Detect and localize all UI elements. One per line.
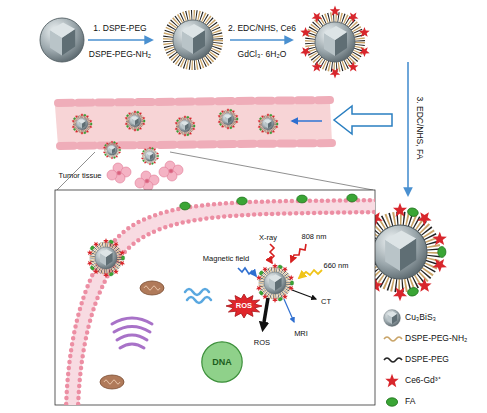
laser-660-arrow	[299, 270, 322, 278]
ce6-gd-nanoparticle	[299, 6, 372, 79]
endothelial-cells	[58, 100, 330, 103]
mitochondrion	[140, 281, 164, 295]
stimulus-label: 808 nm	[301, 233, 326, 241]
legend-swatch	[385, 374, 399, 387]
stimulus-label: 660 nm	[323, 262, 348, 270]
burst-shape	[226, 294, 262, 318]
ct-arrow	[292, 290, 316, 299]
legend-text: FA	[405, 397, 415, 406]
cu3bis3-core	[40, 18, 84, 62]
stimulus-label: Magnetic field	[203, 255, 249, 263]
therapy-nanoparticle	[255, 263, 295, 303]
imaging-label: MRI	[294, 330, 308, 338]
zoom-line	[57, 152, 95, 190]
tumor-cells	[107, 161, 183, 191]
vessel-nanoparticle	[71, 113, 93, 135]
legend-swatch	[386, 398, 397, 406]
stimulus-label: X-ray	[259, 234, 277, 242]
ros-arrow	[263, 298, 268, 328]
peg-nanoparticle	[168, 15, 218, 65]
vessel-nanoparticle	[257, 113, 279, 135]
step-arrow	[407, 62, 409, 195]
laser-808-arrow	[291, 244, 306, 262]
magnetic-field-arrow	[238, 268, 256, 276]
step-label: 3. EDC/NHS, FA	[416, 97, 425, 160]
legend-swatch	[384, 337, 402, 341]
step-arrow	[230, 39, 292, 41]
core-symbol	[384, 310, 401, 327]
legend-text: Ce6-Gd³⁺	[405, 376, 441, 385]
step-label: 1. DSPE-PEG	[93, 24, 146, 33]
ros-label: ROS	[254, 339, 270, 347]
vessel-nanoparticle	[174, 115, 196, 137]
mri-arrow	[284, 299, 294, 322]
legend-swatch	[384, 358, 402, 362]
fa-symbol	[386, 398, 397, 406]
legend-text: DSPE-PEG	[405, 355, 449, 364]
polymer-symbol	[384, 337, 402, 341]
legend-text: Cu₃BiS₃	[405, 313, 436, 322]
legend-text: DSPE-PEG-NH₂	[405, 334, 467, 343]
x-ray-arrow	[270, 244, 274, 263]
fa-receptor	[347, 194, 357, 202]
imaging-label: CT	[321, 298, 331, 306]
cell-membrane	[66, 200, 375, 405]
polymer-symbol	[384, 358, 402, 362]
inset-frame	[55, 190, 375, 405]
endoplasmic-reticulum	[185, 289, 211, 303]
fa-receptor	[297, 195, 307, 203]
vessel-nanoparticle	[141, 147, 160, 166]
node-label: DNA	[212, 358, 232, 367]
vessel-nanoparticle	[103, 141, 122, 160]
ros-burst: ROS	[226, 294, 262, 318]
golgi-apparatus	[112, 318, 152, 348]
vessel-nanoparticle	[217, 108, 239, 130]
flow-arrow	[292, 120, 322, 122]
mitochondrion	[100, 375, 124, 389]
zoom-line	[170, 152, 373, 190]
reagent-label: DSPE-PEG-NH₂	[89, 50, 151, 59]
reagent-label: GdCl₃· 6H₂O	[238, 50, 287, 59]
hollow-arrow	[334, 106, 392, 134]
cell-nucleus: DNA	[201, 341, 243, 383]
tissue-label: Tumor tissue	[58, 172, 101, 180]
legend-swatch	[384, 310, 401, 327]
fa-receptor	[237, 197, 247, 205]
step-label: 2. EDC/NHS, Ce6	[228, 24, 296, 33]
vessel-lumen	[55, 103, 332, 146]
fa-receptor	[180, 202, 190, 210]
star-symbol	[385, 374, 399, 387]
vessel-nanoparticle	[124, 110, 146, 132]
step-arrow	[88, 39, 152, 41]
endothelial-cells	[60, 143, 332, 146]
bound-nanoparticle	[86, 238, 126, 278]
node-label: ROS	[236, 302, 252, 310]
circle-shape	[202, 342, 242, 382]
